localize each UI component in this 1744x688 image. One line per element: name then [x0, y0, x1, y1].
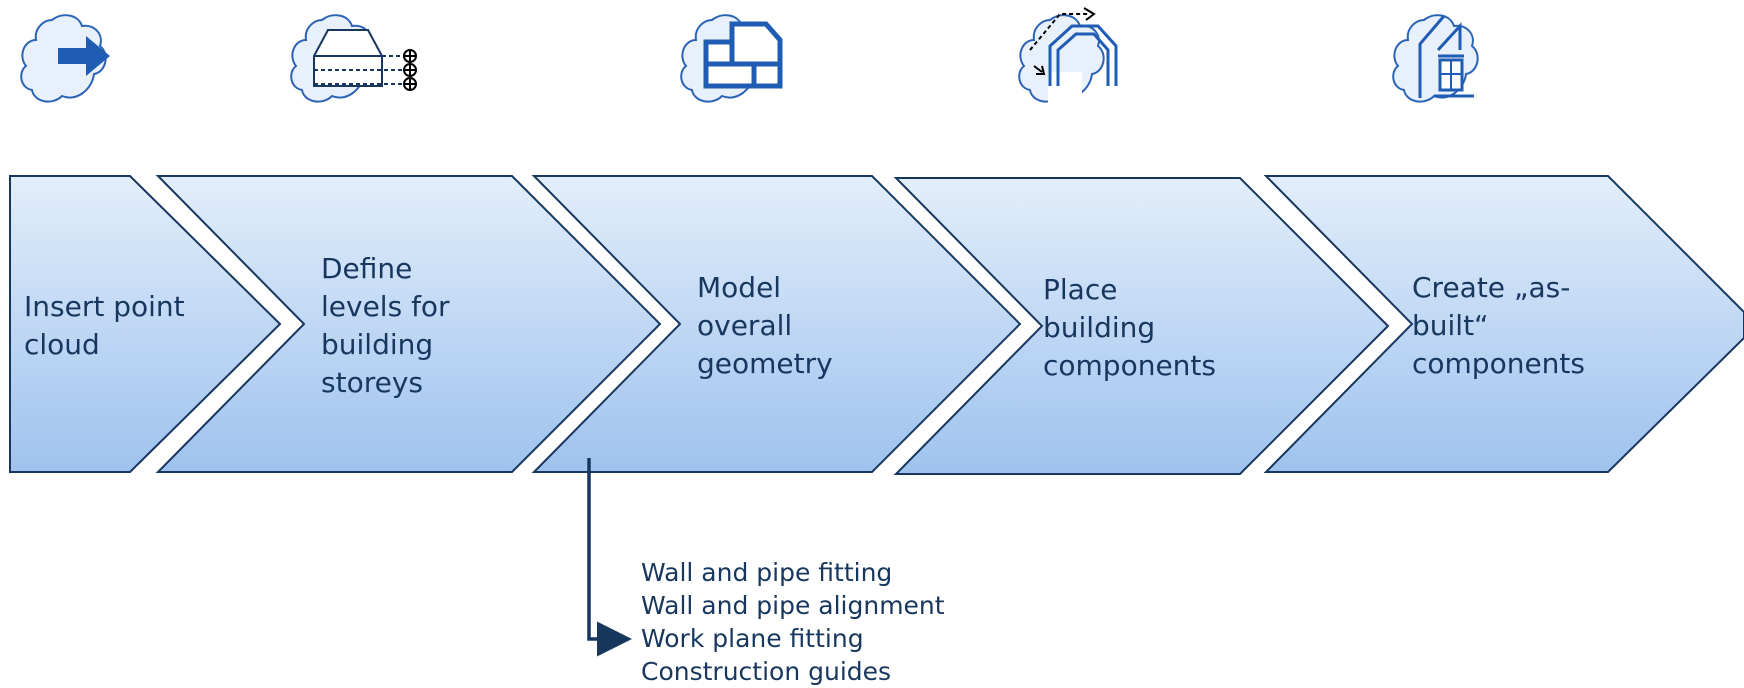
- point-cloud-insert-icon: [20, 14, 110, 103]
- chevron-step-5: [1263, 175, 1744, 473]
- as-built-window-icon: [1392, 14, 1479, 103]
- detail-item: Work plane fitting: [641, 624, 864, 653]
- building-components-icon: [1018, 7, 1118, 112]
- chevron-step-4: [893, 177, 1390, 475]
- chevron-step-2: [155, 175, 662, 473]
- detail-item: Wall and pipe alignment: [641, 591, 945, 620]
- step-5-label: Create „as- built“ components: [1412, 271, 1585, 380]
- detail-connector-arrow: [587, 458, 632, 657]
- levels-storeys-icon: [290, 14, 417, 103]
- step-4-label: Place building components: [1043, 273, 1216, 382]
- step-2-label: Define levels for building storeys: [321, 252, 458, 399]
- step-1-label: Insert point cloud: [24, 290, 194, 361]
- chevron-step-1: [9, 175, 282, 473]
- step-3-label: Model overall geometry: [697, 271, 833, 380]
- detail-item: Construction guides: [641, 657, 891, 686]
- chevron-row: [9, 175, 1744, 475]
- chevron-step-3: [531, 175, 1022, 473]
- detail-item: Wall and pipe fitting: [641, 558, 892, 587]
- floor-plan-geometry-icon: [680, 14, 783, 103]
- detail-list: Wall and pipe fitting Wall and pipe alig…: [641, 558, 953, 686]
